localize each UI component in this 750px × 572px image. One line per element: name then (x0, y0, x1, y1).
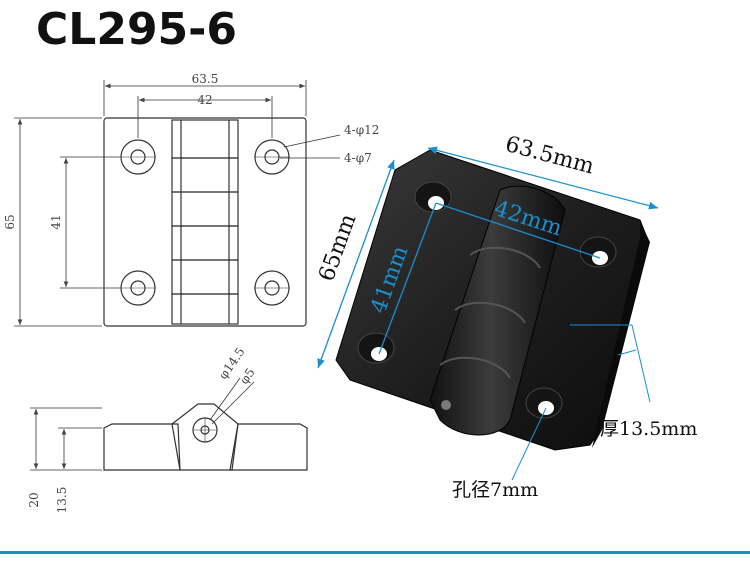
side-view (30, 377, 308, 471)
photo-hole (357, 332, 395, 364)
knuckle-segment (171, 259, 239, 295)
pin-end (441, 400, 451, 410)
photo-dim-hole-x-line (435, 202, 601, 259)
knuckle-segment (171, 119, 239, 159)
dim-height-leaf: 13.5 (55, 487, 69, 514)
dim-counterbore: 4-φ12 (344, 123, 379, 137)
product-title: CL295-6 (36, 4, 238, 55)
dim-height-overall: 65 (3, 214, 17, 229)
photo-dim-width-line (427, 146, 659, 210)
photo-width-label: 63.5mm (503, 132, 597, 180)
photo-dim-hole-y-line (378, 202, 437, 355)
side-view-labels: φ14.5 φ5 20 13.5 (27, 345, 258, 513)
dim-hole-spacing-y: 41 (49, 214, 63, 229)
bottom-divider (0, 551, 750, 554)
dim-knuckle-pin: φ5 (237, 366, 258, 387)
hinge-outline (103, 117, 307, 327)
photo-hole (525, 387, 563, 419)
photo-height-label: 65mm (314, 211, 361, 285)
photo-hole (414, 181, 452, 213)
photo-hole (579, 236, 617, 268)
knuckle-segment (171, 191, 239, 227)
photo-hole-diameter-label: 孔径7mm (452, 479, 538, 501)
dim-height-total: 20 (27, 492, 41, 507)
photo-hole-leader (511, 407, 547, 481)
front-view (14, 80, 341, 327)
side-knuckle (171, 403, 239, 471)
dim-hole: 4-φ7 (344, 151, 372, 165)
knuckle-segment (171, 225, 239, 261)
photo-dimensions (317, 146, 659, 481)
photo-dim-height-line (317, 159, 395, 369)
knuckle-segment (171, 157, 239, 193)
front-view-labels: 63.5 42 65 41 4-φ12 4-φ7 (3, 72, 379, 230)
photo-thickness-label: 厚13.5mm (600, 418, 697, 440)
dim-hole-spacing-x: 42 (197, 93, 212, 107)
knuckle-segment (171, 293, 239, 325)
side-leaf-right (229, 423, 308, 471)
side-leaf-left (103, 423, 181, 471)
dim-width-overall: 63.5 (192, 72, 219, 86)
